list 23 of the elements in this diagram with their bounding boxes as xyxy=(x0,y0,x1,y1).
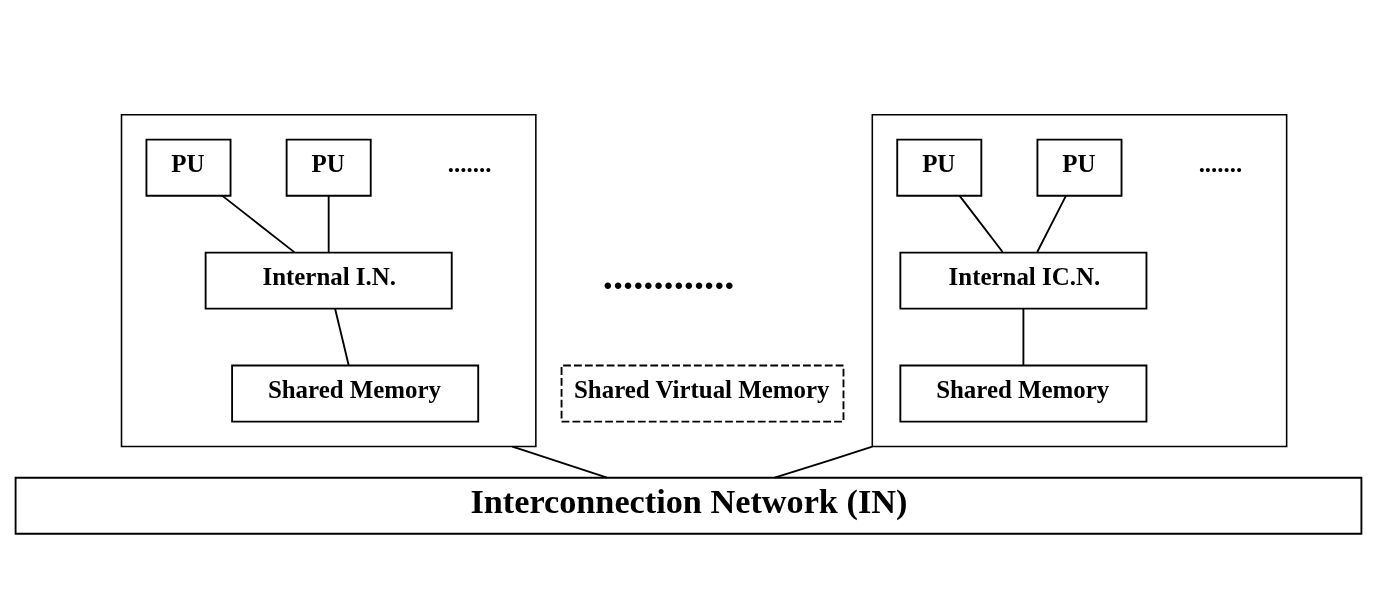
connector xyxy=(958,194,1004,253)
label: ....... xyxy=(447,150,492,178)
connector xyxy=(1036,194,1067,253)
cluster xyxy=(871,114,1288,448)
label: ....... xyxy=(1198,150,1243,178)
node-box: Internal I.N. xyxy=(204,251,453,310)
node-box: Shared Virtual Memory xyxy=(560,364,845,423)
node-box: PU xyxy=(145,138,232,197)
node-box: Shared Memory xyxy=(231,364,480,423)
cluster xyxy=(120,114,537,448)
connector xyxy=(773,445,874,479)
connector xyxy=(511,445,608,479)
node-box: PU xyxy=(896,138,983,197)
node-box: Shared Memory xyxy=(899,364,1148,423)
connector xyxy=(221,194,296,254)
node-box: PU xyxy=(1036,138,1123,197)
node-box: Interconnection Network (IN) xyxy=(14,476,1363,535)
label: ............. xyxy=(602,252,735,298)
connector xyxy=(1022,307,1025,366)
connector xyxy=(334,307,350,366)
node-box: Internal IC.N. xyxy=(899,251,1148,310)
connector xyxy=(327,194,330,253)
node-box: PU xyxy=(285,138,372,197)
